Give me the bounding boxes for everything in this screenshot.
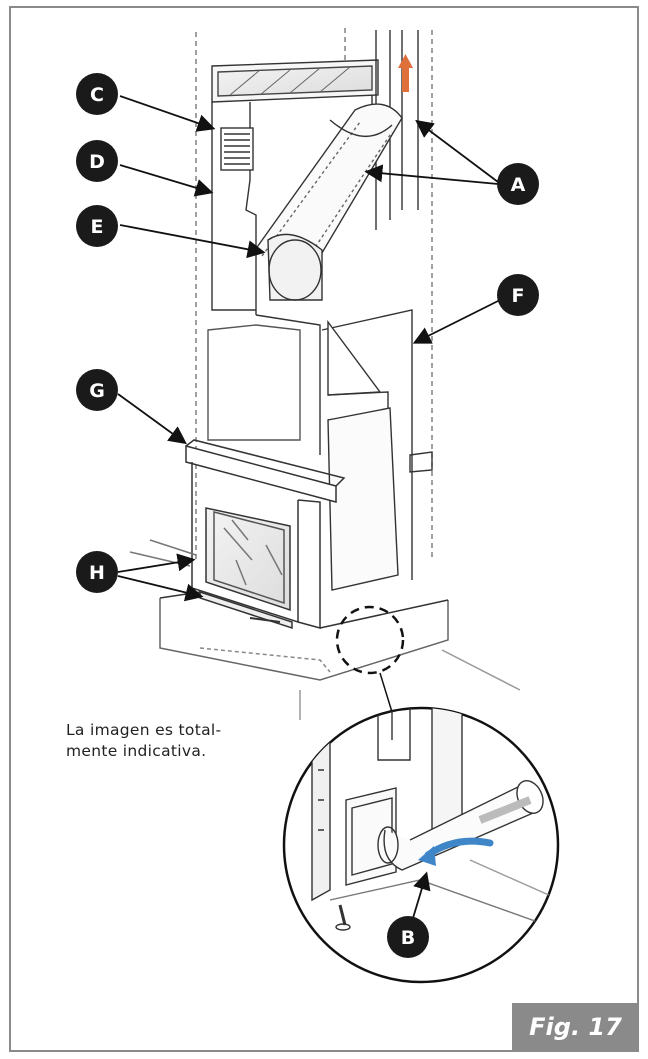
- figure-frame: [9, 6, 639, 1052]
- label-e: E: [76, 205, 118, 247]
- label-h: H: [76, 551, 118, 593]
- svg-text:G: G: [89, 380, 105, 402]
- figure-number: Fig. 17: [512, 1003, 639, 1052]
- detail-connector: [379, 672, 393, 713]
- caption: La imagen es total- mente indicativa.: [66, 720, 306, 762]
- detail-circle: [335, 605, 405, 675]
- svg-text:A: A: [511, 174, 526, 196]
- label-f: F: [497, 274, 539, 316]
- hot-air-arrow: [398, 54, 413, 92]
- svg-text:C: C: [90, 84, 104, 106]
- svg-text:H: H: [89, 562, 105, 584]
- label-a: A: [497, 163, 539, 205]
- label-c: C: [76, 73, 118, 115]
- fireplace-insert: [129, 439, 521, 720]
- svg-text:B: B: [401, 927, 415, 949]
- svg-text:E: E: [91, 216, 104, 238]
- label-b: B: [387, 916, 429, 958]
- label-g: G: [76, 369, 118, 411]
- leader-lines: [117, 95, 501, 929]
- svg-text:F: F: [512, 285, 525, 307]
- label-d: D: [76, 140, 118, 182]
- svg-text:D: D: [89, 151, 105, 173]
- chimney-hood: [195, 28, 433, 591]
- cold-air-arrowhead: [418, 846, 436, 866]
- caption-line-2: mente indicativa.: [66, 742, 207, 760]
- caption-line-1: La imagen es total-: [66, 721, 222, 739]
- zoom-detail: [282, 706, 560, 984]
